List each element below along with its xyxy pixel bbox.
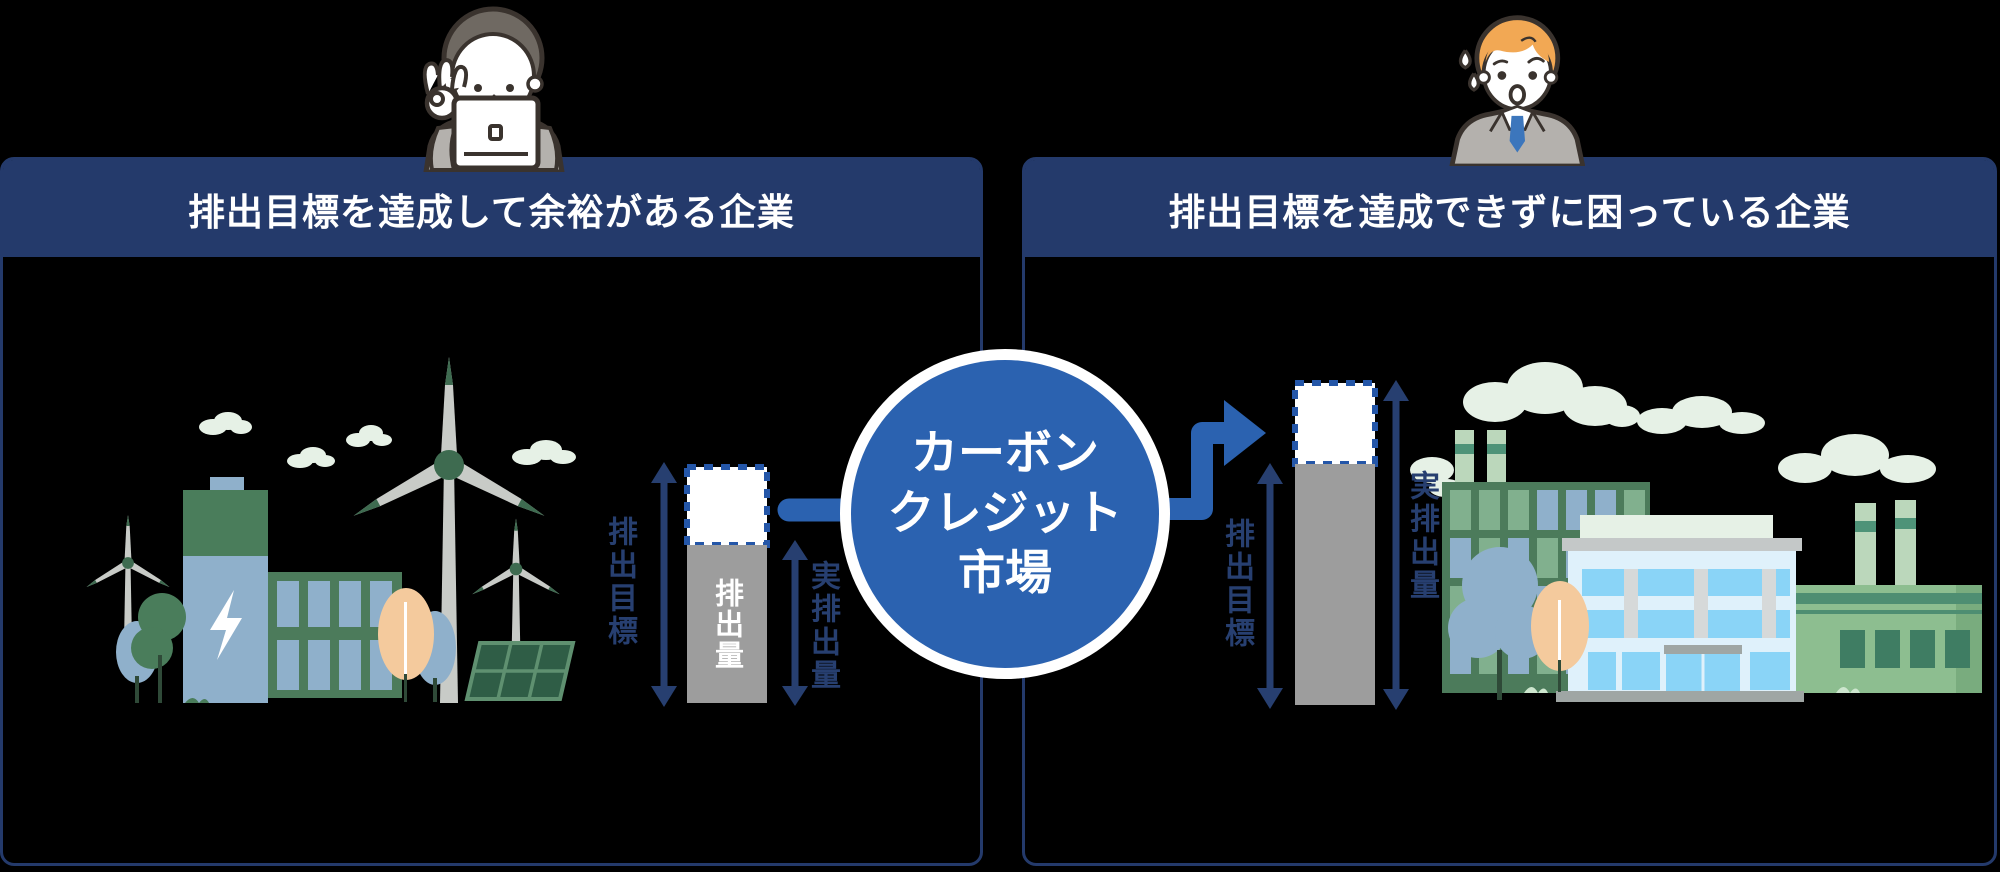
laptop-icon: [451, 95, 541, 171]
right-target-label: 排出目標: [1219, 518, 1254, 650]
market-line-3: 市場: [958, 546, 1052, 601]
market-circle-text: カーボン クレジット 市場: [851, 360, 1159, 668]
left-panel: 排出目標を達成して余裕がある企業: [0, 157, 983, 866]
right-emission-bar: [1295, 464, 1375, 705]
right-credit-dashed-box: [1292, 380, 1378, 467]
happy-businessman-icon: [422, 6, 565, 172]
market-line-1: カーボン: [911, 426, 1099, 481]
sweat-drop-icon: [1458, 49, 1480, 92]
right-panel-title: 排出目標を達成できずに困っている企業: [1025, 160, 1994, 257]
right-actual-label: 実排出量: [1404, 470, 1439, 602]
right-target-double-arrow-icon: [1257, 463, 1283, 709]
market-line-2: クレジット: [887, 486, 1123, 541]
left-target-double-arrow-icon: [651, 462, 677, 707]
left-actual-label: 実排出量: [805, 560, 840, 692]
market-circle: カーボン クレジット 市場: [840, 349, 1170, 679]
left-emission-bar: 排出量: [687, 545, 767, 703]
left-credit-dashed-box: [684, 464, 770, 548]
worried-businessman-icon: [1449, 15, 1585, 166]
left-panel-title: 排出目標を達成して余裕がある企業: [3, 160, 980, 257]
left-actual-double-arrow-icon: [782, 540, 808, 706]
left-emission-label: 排出量: [710, 577, 745, 671]
left-target-label: 排出目標: [602, 516, 637, 648]
right-actual-double-arrow-icon: [1383, 380, 1409, 710]
ok-hand-icon: [422, 57, 469, 121]
